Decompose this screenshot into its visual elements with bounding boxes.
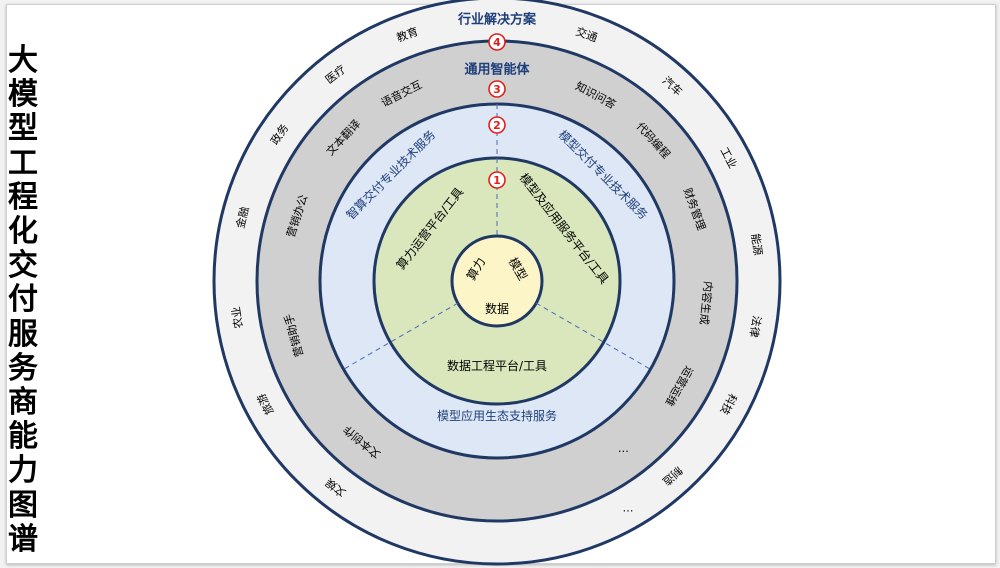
badge-4-circle bbox=[488, 33, 506, 51]
page-title: 大 模 型 工 程 化 交 付 服 务 商 能 力 图 谱 bbox=[8, 43, 38, 557]
industry-label-12: 金融 bbox=[233, 205, 252, 230]
badge-1-circle bbox=[488, 171, 506, 189]
service-label-2: 模型应用生态支持服务 bbox=[437, 408, 557, 423]
agent-label-5: … bbox=[618, 442, 629, 455]
industry-label-4: 能源 bbox=[748, 233, 765, 257]
industry-header: 行业解决方案 bbox=[457, 12, 537, 28]
ring-core bbox=[450, 234, 544, 328]
badge-4: 4 bbox=[493, 36, 501, 49]
badge-3: 3 bbox=[493, 83, 501, 96]
agent-header: 通用智能体 bbox=[464, 62, 530, 78]
badge-2-circle bbox=[488, 116, 506, 134]
agent-label-3: 内容生成 bbox=[697, 280, 716, 325]
industry-label-11: 农业 bbox=[229, 306, 246, 330]
core-label-2: 数据 bbox=[485, 301, 509, 316]
divider-left bbox=[343, 302, 459, 370]
badge-2: 2 bbox=[493, 119, 501, 132]
badge-3-circle bbox=[488, 80, 506, 98]
industry-label-8: … bbox=[623, 501, 634, 514]
badge-1: 1 bbox=[493, 174, 501, 187]
industry-label-5: 法律 bbox=[747, 315, 765, 339]
divider-right bbox=[535, 302, 651, 370]
platform-label-2: 数据工程平台/工具 bbox=[447, 358, 547, 373]
